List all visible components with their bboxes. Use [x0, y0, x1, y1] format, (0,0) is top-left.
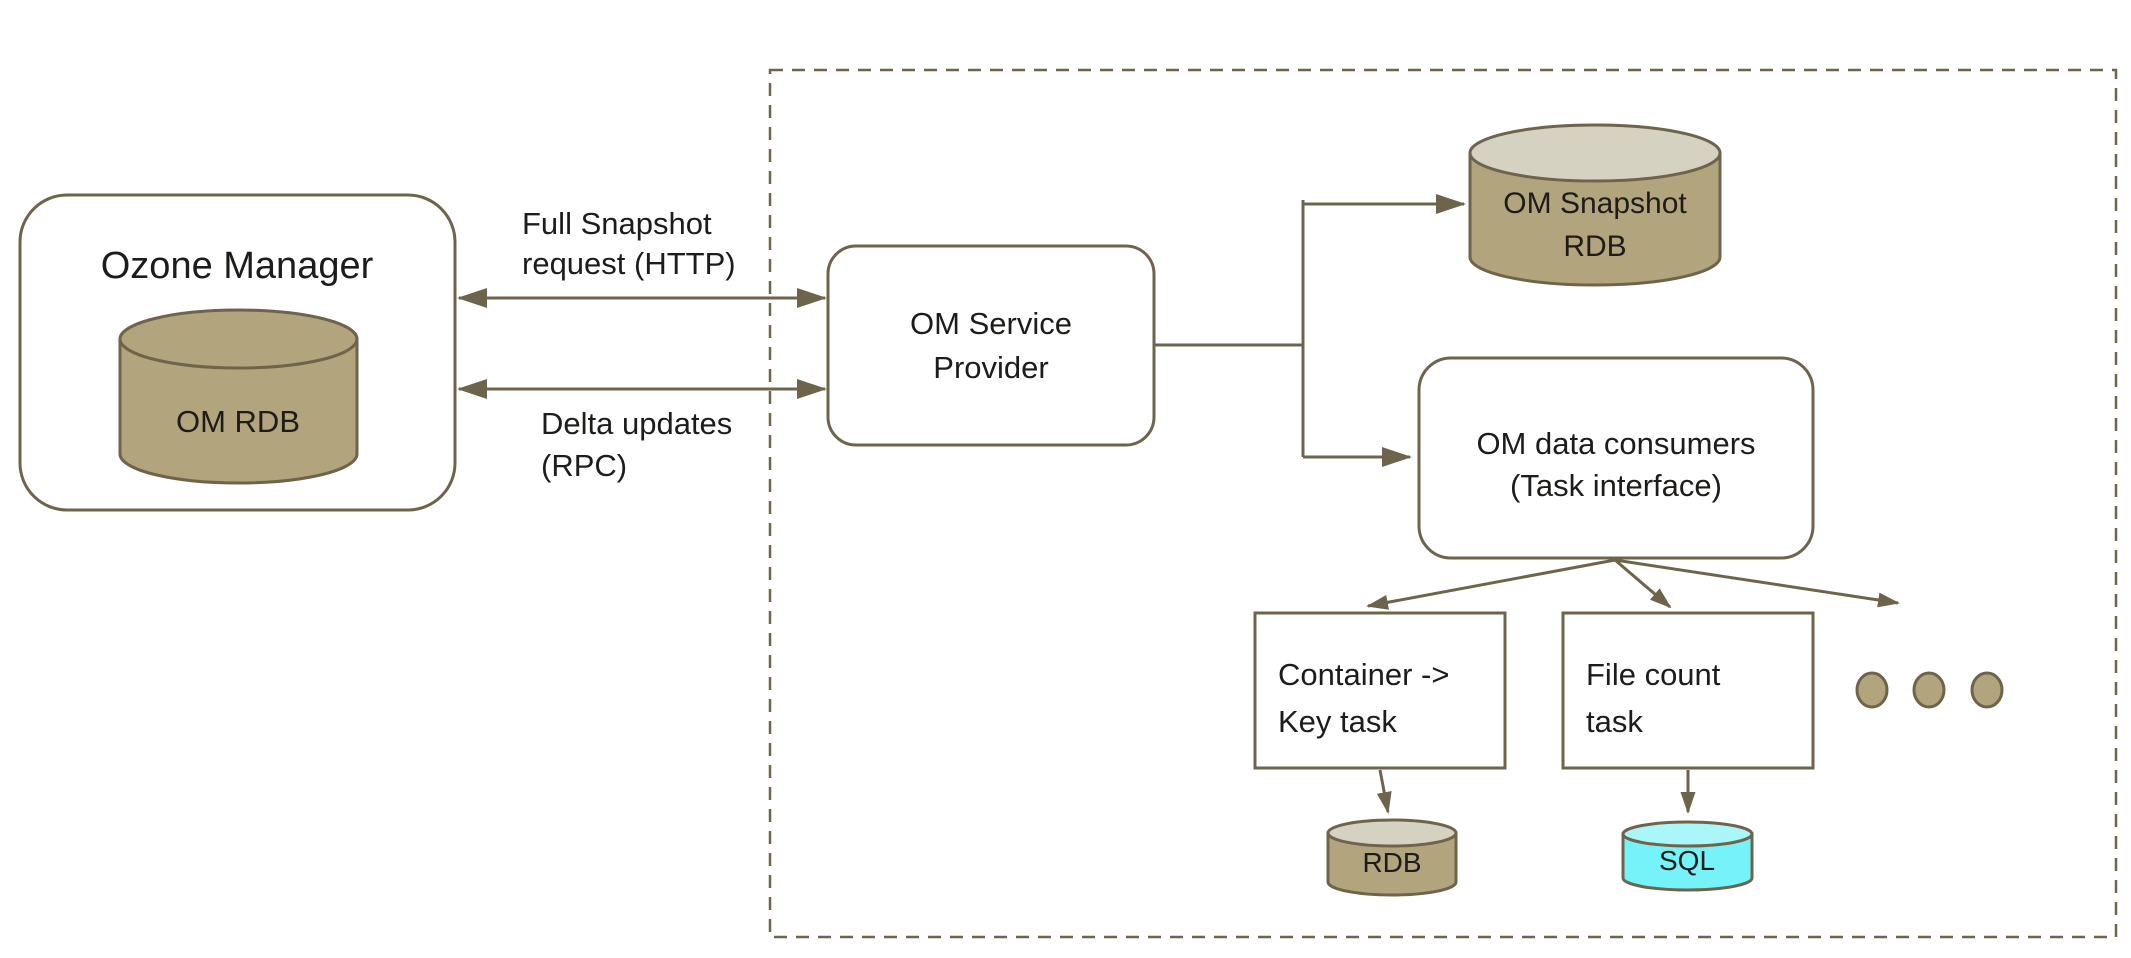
ellipsis-dot-3 [1970, 671, 2004, 709]
om-data-consumers-label-line2: (Task interface) [1510, 468, 1722, 503]
om-rdb-cylinder-top [118, 308, 359, 370]
ellipsis-dot-1 [1855, 671, 1889, 709]
om-rdb-label: OM RDB [176, 404, 300, 439]
om-snapshot-rdb-cylinder-body [1468, 151, 1722, 287]
rdb-cylinder: RDB [1326, 818, 1458, 897]
om-snapshot-rdb-label-line2: RDB [1563, 230, 1626, 263]
ozone-manager-node: Ozone Manager OM RDB [18, 193, 457, 512]
sql-label: SQL [1659, 845, 1715, 876]
fan-arrow-file-count-task [1614, 558, 1672, 609]
container-key-task-label-line1: Container -> [1278, 657, 1449, 692]
delta-updates-label-line1: Delta updates [541, 406, 732, 441]
ellipsis-dots [1855, 671, 2004, 709]
container-key-task-node: Container -> Key task [1253, 611, 1507, 770]
full-snapshot-label-line2: request (HTTP) [522, 246, 736, 281]
rdb-label: RDB [1362, 847, 1421, 878]
file-count-task-label-line2: task [1586, 704, 1643, 739]
om-snapshot-rdb-label-line1: OM Snapshot [1503, 187, 1687, 220]
sql-cylinder-body [1621, 832, 1754, 892]
om-rdb-cylinder-body [118, 337, 359, 485]
cluster-boundary [768, 68, 2118, 939]
om-snapshot-rdb-cylinder-top [1468, 123, 1722, 183]
ellipsis-dot-2 [1912, 671, 1946, 709]
fan-arrow-container-task [1366, 558, 1616, 610]
om-service-provider-label-line1: OM Service [910, 306, 1072, 341]
om-snapshot-rdb-cylinder: OM Snapshot RDB [1468, 123, 1722, 287]
delta-updates-label-line2: (RPC) [541, 448, 627, 483]
ozone-manager-label: Ozone Manager [101, 245, 374, 287]
sql-cylinder-top [1621, 820, 1754, 848]
container-key-task-box [1253, 611, 1507, 770]
om-data-consumers-box [1417, 356, 1815, 560]
rdb-cylinder-top [1326, 818, 1458, 848]
sql-cylinder: SQL [1621, 820, 1754, 892]
om-data-consumers-label-line1: OM data consumers [1476, 426, 1755, 461]
om-data-consumers-node: OM data consumers (Task interface) [1417, 356, 1815, 560]
om-service-provider-box [826, 244, 1156, 447]
container-to-rdb-arrow [1376, 769, 1392, 814]
file-count-task-label-line1: File count [1586, 657, 1721, 692]
om-service-provider-node: OM Service Provider [826, 244, 1156, 447]
full-snapshot-label-line1: Full Snapshot [522, 206, 712, 241]
fan-arrow-more-tasks [1614, 558, 1900, 608]
container-key-task-label-line2: Key task [1278, 704, 1397, 739]
file-count-task-box [1561, 611, 1815, 770]
om-service-provider-label-line2: Provider [933, 350, 1048, 385]
file-count-task-node: File count task [1561, 611, 1815, 770]
rdb-cylinder-body [1326, 831, 1458, 897]
om-rdb-cylinder: OM RDB [118, 308, 359, 485]
